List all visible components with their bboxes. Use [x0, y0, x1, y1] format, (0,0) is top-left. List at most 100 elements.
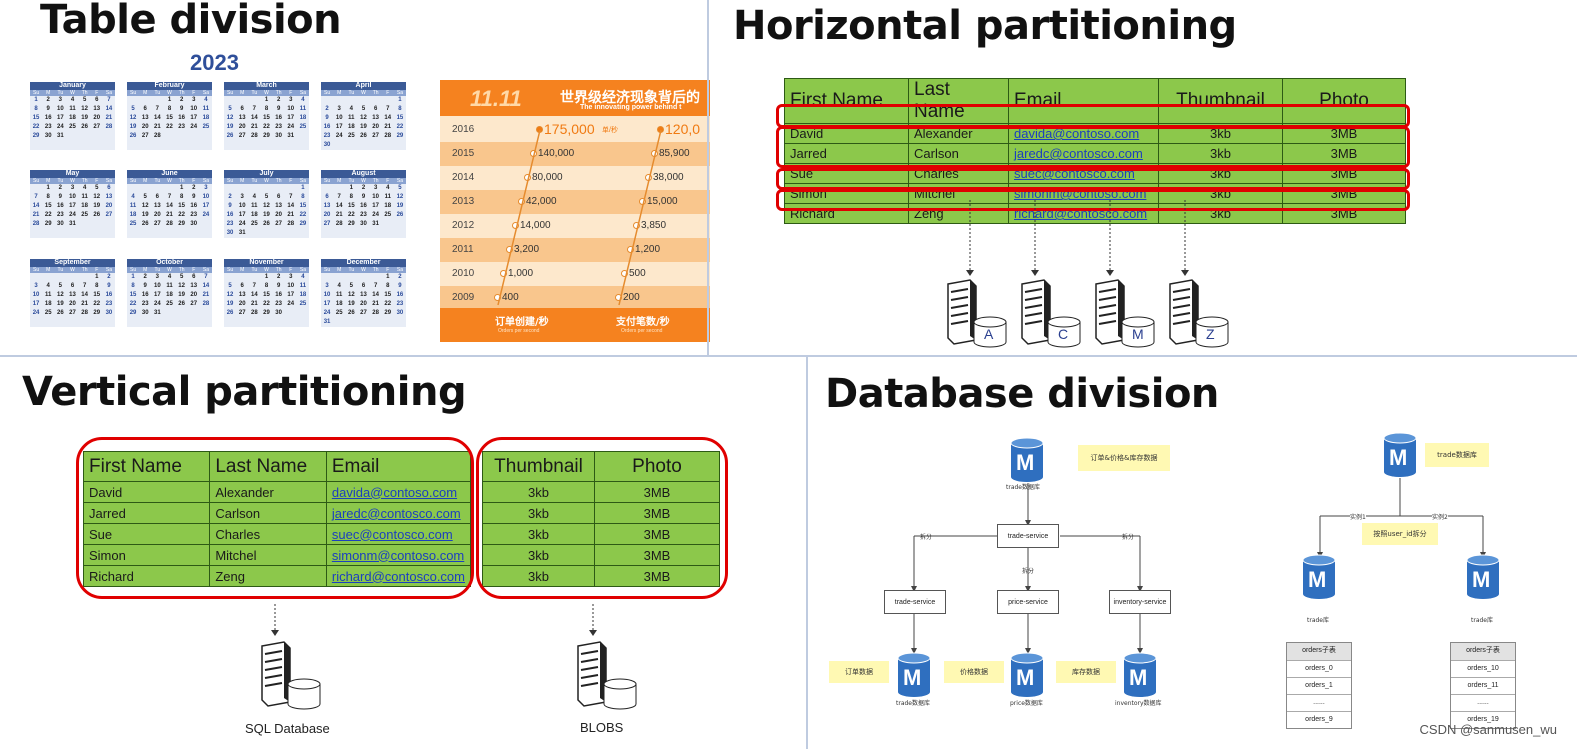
trade-lib-left: trade库 [1307, 617, 1329, 624]
calendar-day: 6 [361, 283, 366, 289]
photo-cell: 3MB [594, 565, 720, 587]
shard-row: orders_11 [1451, 677, 1515, 694]
last-name-cell-text: Carlson [215, 505, 261, 521]
calendar-day: 2 [192, 185, 196, 191]
last-name-cell: Alexander [209, 481, 327, 503]
calendar-month-name: November [224, 259, 309, 267]
promo-payments-value: 120,0 [665, 121, 701, 137]
calendar-day: 7 [289, 194, 293, 200]
calendar-day: 17 [32, 301, 40, 307]
calendar-day: 19 [226, 124, 234, 130]
weekday-label: Th [81, 267, 88, 273]
calendar-day: 4 [131, 194, 135, 200]
calendar-day: 12 [348, 292, 355, 298]
weekday-label: Tu [154, 178, 161, 184]
calendar-day: 18 [129, 212, 137, 218]
calendar-day: 4 [252, 194, 257, 200]
calendar-day: 18 [44, 301, 52, 307]
calendar-day: 9 [143, 283, 147, 289]
calendar-day: 15 [44, 203, 52, 209]
db-division-lines [911, 478, 1486, 654]
calendar-day: 29 [129, 310, 137, 316]
db-letter: M [1129, 665, 1148, 690]
email-link[interactable]: davida@contoso.com [331, 484, 458, 500]
weekday-label: Su [130, 178, 137, 184]
shard-row: orders_0 [1287, 660, 1351, 677]
calendar-day: 22 [396, 124, 404, 130]
last-name-cell-text: Mitchel [215, 547, 257, 563]
calendar-day: 19 [226, 301, 234, 307]
calendar-day: 19 [396, 203, 404, 209]
calendar-month-name: April [321, 82, 406, 90]
calendar-day: 30 [57, 221, 64, 227]
calendar-day: 20 [93, 115, 101, 121]
calendar-day: 23 [360, 212, 367, 218]
calendar-day: 15 [129, 292, 137, 298]
instance2-label: 实例2 [1432, 512, 1448, 521]
calendar-day: 9 [276, 283, 281, 289]
calendar-day: 12 [226, 292, 234, 298]
calendar-day: 8 [386, 283, 390, 289]
thumbnail-cell-text: 3kb [1210, 126, 1231, 141]
last-name-cell: Charles [209, 523, 327, 545]
calendar-day: 16 [396, 292, 404, 298]
calendar-day: 13 [69, 292, 76, 298]
calendar-day: 10 [57, 106, 64, 112]
calendar-day: 17 [69, 203, 76, 209]
calendar-day: 6 [143, 106, 147, 112]
calendar-day: 20 [360, 301, 367, 307]
db-letter: M [1016, 450, 1035, 475]
weekday-label: M [240, 178, 245, 184]
table-division-title: Table division [40, 0, 342, 43]
weekday-label: M [143, 90, 148, 96]
email-link[interactable]: simonm@contoso.com [331, 547, 465, 563]
calendar-day: 1 [46, 185, 50, 191]
promo-year: 2011 [452, 244, 474, 255]
calendar-day: 30 [226, 230, 234, 236]
promo-orders-value: 400 [502, 292, 519, 303]
email-link[interactable]: richard@contosco.com [331, 568, 465, 584]
calendar-day: 4 [82, 185, 87, 191]
calendar-day: 8 [264, 106, 269, 112]
email-link[interactable]: jaredc@contosco.com [1014, 146, 1143, 161]
email-link[interactable]: jaredc@contosco.com [331, 505, 461, 521]
weekday-label: F [95, 90, 99, 96]
calendar-day: 12 [129, 115, 137, 121]
calendar-day: 15 [93, 292, 101, 298]
calendar-day: 8 [179, 194, 184, 200]
promo-payments-value: 200 [623, 292, 640, 303]
calendar-day: 7 [373, 283, 378, 289]
weekday-label: Sa [396, 267, 403, 273]
calendar-day: 2 [361, 185, 366, 191]
calendar-day: 13 [141, 115, 149, 121]
calendar-day: 11 [81, 194, 88, 200]
email-link[interactable]: davida@contoso.com [1014, 126, 1140, 141]
photo-cell-text: 3MB [643, 505, 671, 521]
shard-row: ...... [1451, 694, 1515, 711]
calendar-day: 18 [299, 115, 307, 121]
db-letter: M [903, 665, 922, 690]
weekday-label: Tu [348, 90, 355, 96]
calendar-day: 20 [372, 124, 379, 130]
calendar-day: 17 [57, 115, 64, 121]
email-link[interactable]: suec@contosco.com [331, 526, 453, 542]
calendar-day: 7 [34, 194, 38, 200]
calendar-day: 26 [396, 212, 404, 218]
calendar-day: 25 [384, 212, 392, 218]
calendar-day: 6 [373, 106, 378, 112]
price-db-label: price数据库 [1010, 700, 1043, 707]
calendar-day: 17 [154, 292, 161, 298]
calendar-day: 9 [179, 106, 184, 112]
db-letter: M [1308, 567, 1327, 592]
calendar-day: 18 [202, 115, 210, 121]
